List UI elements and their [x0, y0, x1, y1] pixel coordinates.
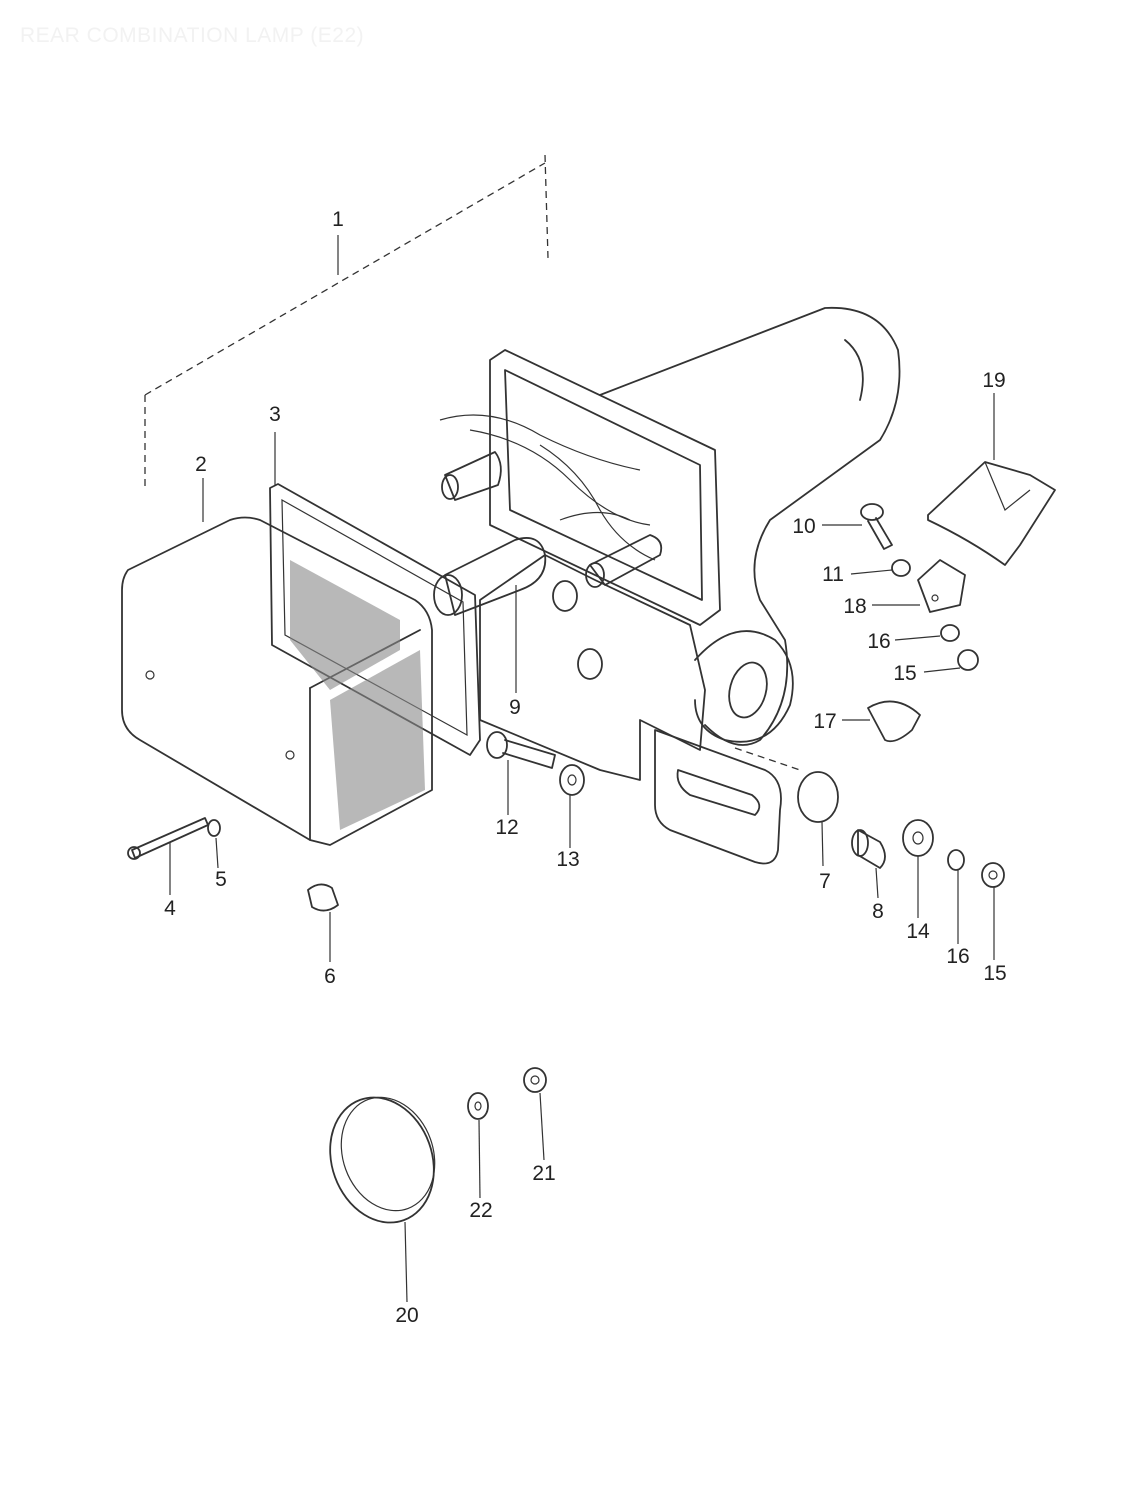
collar-8: [851, 829, 886, 869]
bolt-12: [486, 731, 556, 769]
diagram-title: REAR COMBINATION LAMP (E22): [20, 24, 365, 47]
nut-21: [523, 1067, 547, 1093]
cover-19: [927, 461, 1056, 566]
callout-20: 20: [395, 1304, 418, 1327]
bolt-10: [860, 503, 893, 550]
lamp-bracket: [479, 554, 801, 865]
grommet-6: [307, 883, 339, 912]
grommet-17: [867, 700, 921, 743]
callout-15-lower: 15: [983, 962, 1006, 985]
callout-3: 3: [269, 403, 281, 426]
tail-lamp-lens: [121, 516, 433, 846]
callout-19: 19: [982, 369, 1005, 392]
license-plate-bracket: [439, 349, 721, 626]
bracket-18: [917, 559, 966, 613]
callout-17: 17: [813, 710, 836, 733]
callout-21: 21: [532, 1162, 555, 1185]
callout-10: 10: [792, 515, 815, 538]
cushion-7: [797, 771, 839, 823]
washer-22: [467, 1092, 489, 1120]
callout-22: 22: [469, 1199, 492, 1222]
nut-15b: [981, 862, 1005, 888]
bulb-socket: [433, 451, 663, 616]
lens-screw: [127, 817, 209, 860]
washer-13: [559, 764, 585, 796]
callout-11: 11: [822, 563, 844, 586]
assembly-bracket: [144, 154, 549, 490]
nut-15a: [957, 649, 979, 671]
callout-7: 7: [819, 870, 831, 893]
lock-washer-16a: [940, 624, 960, 642]
lock-washer-16b: [947, 849, 965, 871]
lock-washer-11: [891, 559, 911, 577]
callout-6: 6: [324, 965, 336, 988]
callout-16-lower: 16: [946, 945, 969, 968]
callout-4: 4: [164, 897, 176, 920]
callout-15-upper: 15: [893, 662, 916, 685]
callout-12: 12: [495, 816, 518, 839]
callout-9: 9: [509, 696, 521, 719]
lens-gasket: [269, 483, 481, 756]
callout-8: 8: [872, 900, 884, 923]
washer-5: [207, 819, 221, 837]
callout-1: 1: [332, 208, 344, 231]
callout-13: 13: [556, 848, 579, 871]
callout-5: 5: [215, 868, 227, 891]
callout-16-upper: 16: [867, 630, 890, 653]
leader-lines: [169, 393, 995, 1303]
reflector-20: [329, 1096, 436, 1224]
callout-18: 18: [843, 595, 866, 618]
callout-14: 14: [906, 920, 930, 943]
callout-labels: 1 2 3 4 5 6 7 8 9 10 11 12 13 14 15 15 1…: [164, 208, 1007, 1327]
washer-14: [902, 819, 934, 857]
callout-2: 2: [195, 453, 207, 476]
rear-fender: [599, 306, 901, 746]
